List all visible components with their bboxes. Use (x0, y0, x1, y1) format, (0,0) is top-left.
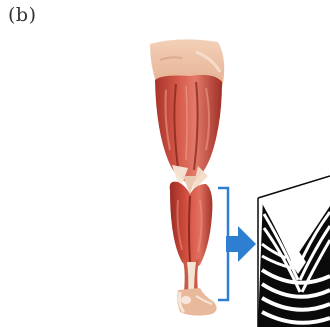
stripe-pattern-icon (255, 175, 330, 327)
leg-muscle-illustration (150, 39, 224, 315)
calf-muscle (170, 182, 213, 268)
right-arrow-icon (226, 226, 256, 262)
